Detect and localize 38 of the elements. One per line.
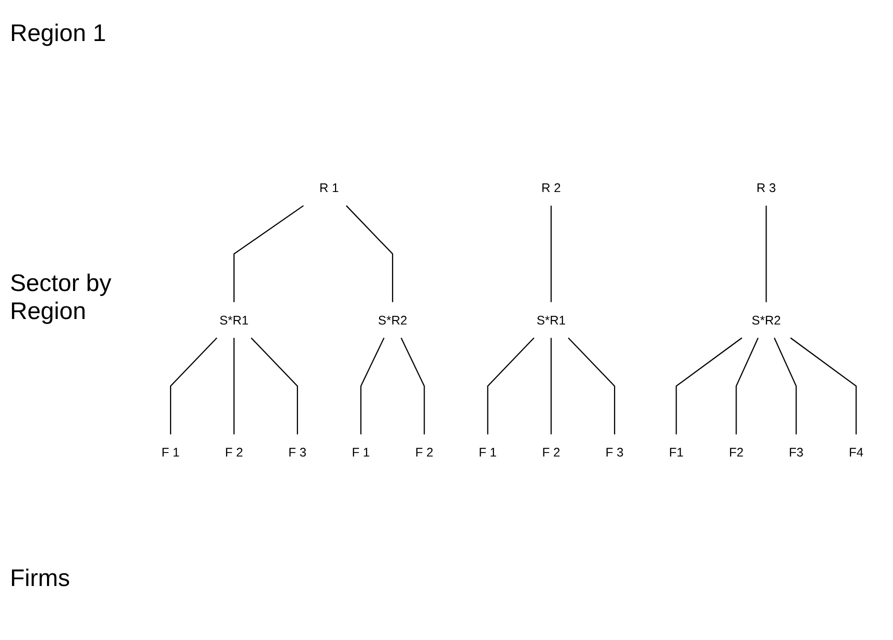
- node-text: S*R1: [536, 312, 566, 328]
- node-text: S*R2: [752, 312, 781, 328]
- node-text: F 2: [542, 445, 560, 460]
- connector: [346, 205, 394, 302]
- node-text: F2: [728, 445, 744, 460]
- connector: [676, 337, 742, 434]
- connector: [360, 338, 385, 434]
- connector: [233, 338, 235, 434]
- node-text: F3: [788, 445, 804, 460]
- connector: [233, 205, 304, 302]
- node-text: F 1: [162, 445, 180, 460]
- node-text: R 3: [756, 180, 776, 195]
- connector: [790, 337, 857, 434]
- node-text: S*R1: [219, 312, 249, 328]
- node-text: F 2: [415, 445, 434, 460]
- node-text: F 3: [606, 445, 624, 460]
- connector: [550, 338, 552, 434]
- row-label: Firms: [10, 565, 71, 593]
- node-text: R 2: [541, 180, 561, 195]
- node-text: S*R2: [378, 312, 408, 328]
- connector: [250, 337, 298, 434]
- node-text: F1: [668, 445, 684, 460]
- node-text: F 2: [224, 445, 244, 460]
- connector: [400, 338, 425, 434]
- node-text: F 1: [478, 445, 497, 460]
- connector: [487, 337, 534, 434]
- row-label: Sector by Region: [10, 270, 112, 326]
- connector: [766, 206, 767, 302]
- connector: [568, 337, 616, 434]
- node-text: F 3: [288, 445, 306, 460]
- connector: [550, 206, 552, 302]
- connector: [170, 337, 218, 434]
- node-text: F 1: [352, 445, 370, 460]
- node-text: F4: [848, 445, 864, 460]
- connector: [736, 338, 759, 434]
- node-text: R 1: [319, 180, 339, 195]
- row-label: Region 1: [10, 20, 108, 48]
- connector: [774, 338, 797, 434]
